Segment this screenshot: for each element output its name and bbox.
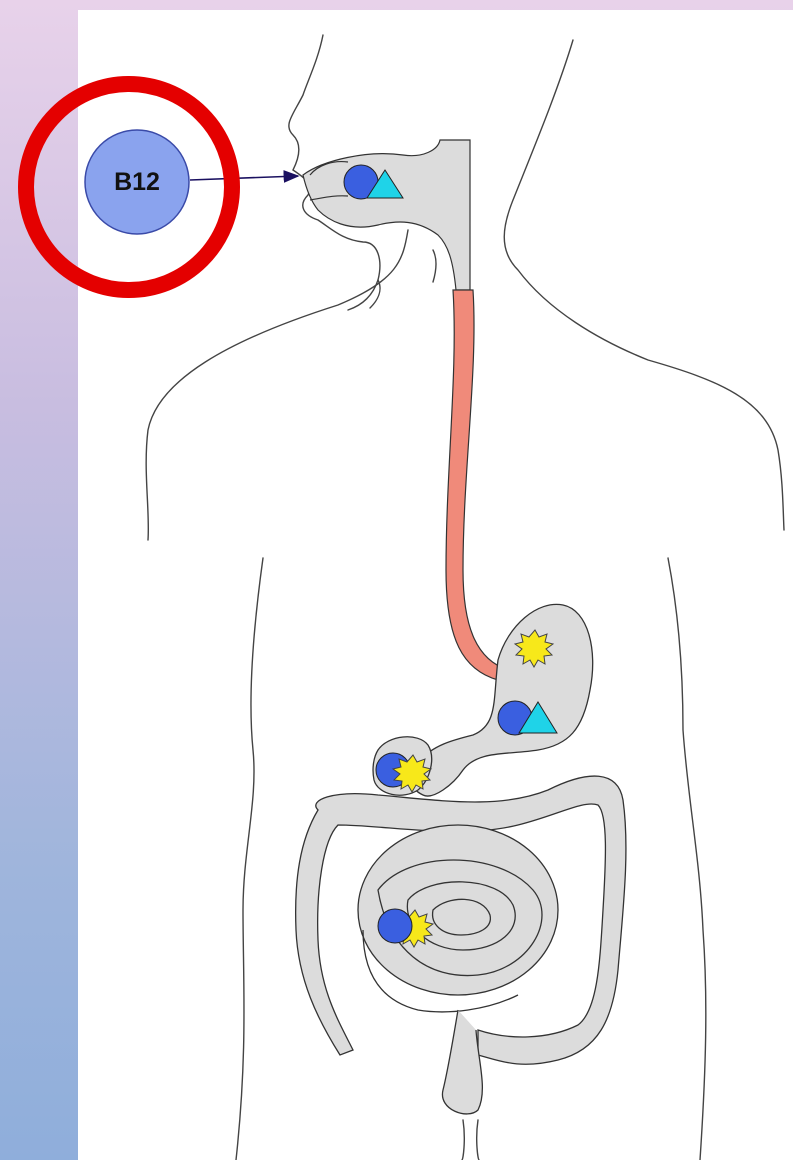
mouth-pharynx [303, 140, 470, 290]
b12-label: B12 [105, 168, 169, 196]
esophagus [446, 290, 508, 680]
digestive-system-diagram [78, 10, 793, 1160]
b12-molecule-icon [378, 909, 412, 943]
diagram-canvas [78, 10, 793, 1160]
stomach [411, 604, 593, 796]
small-intestine [358, 825, 558, 1114]
